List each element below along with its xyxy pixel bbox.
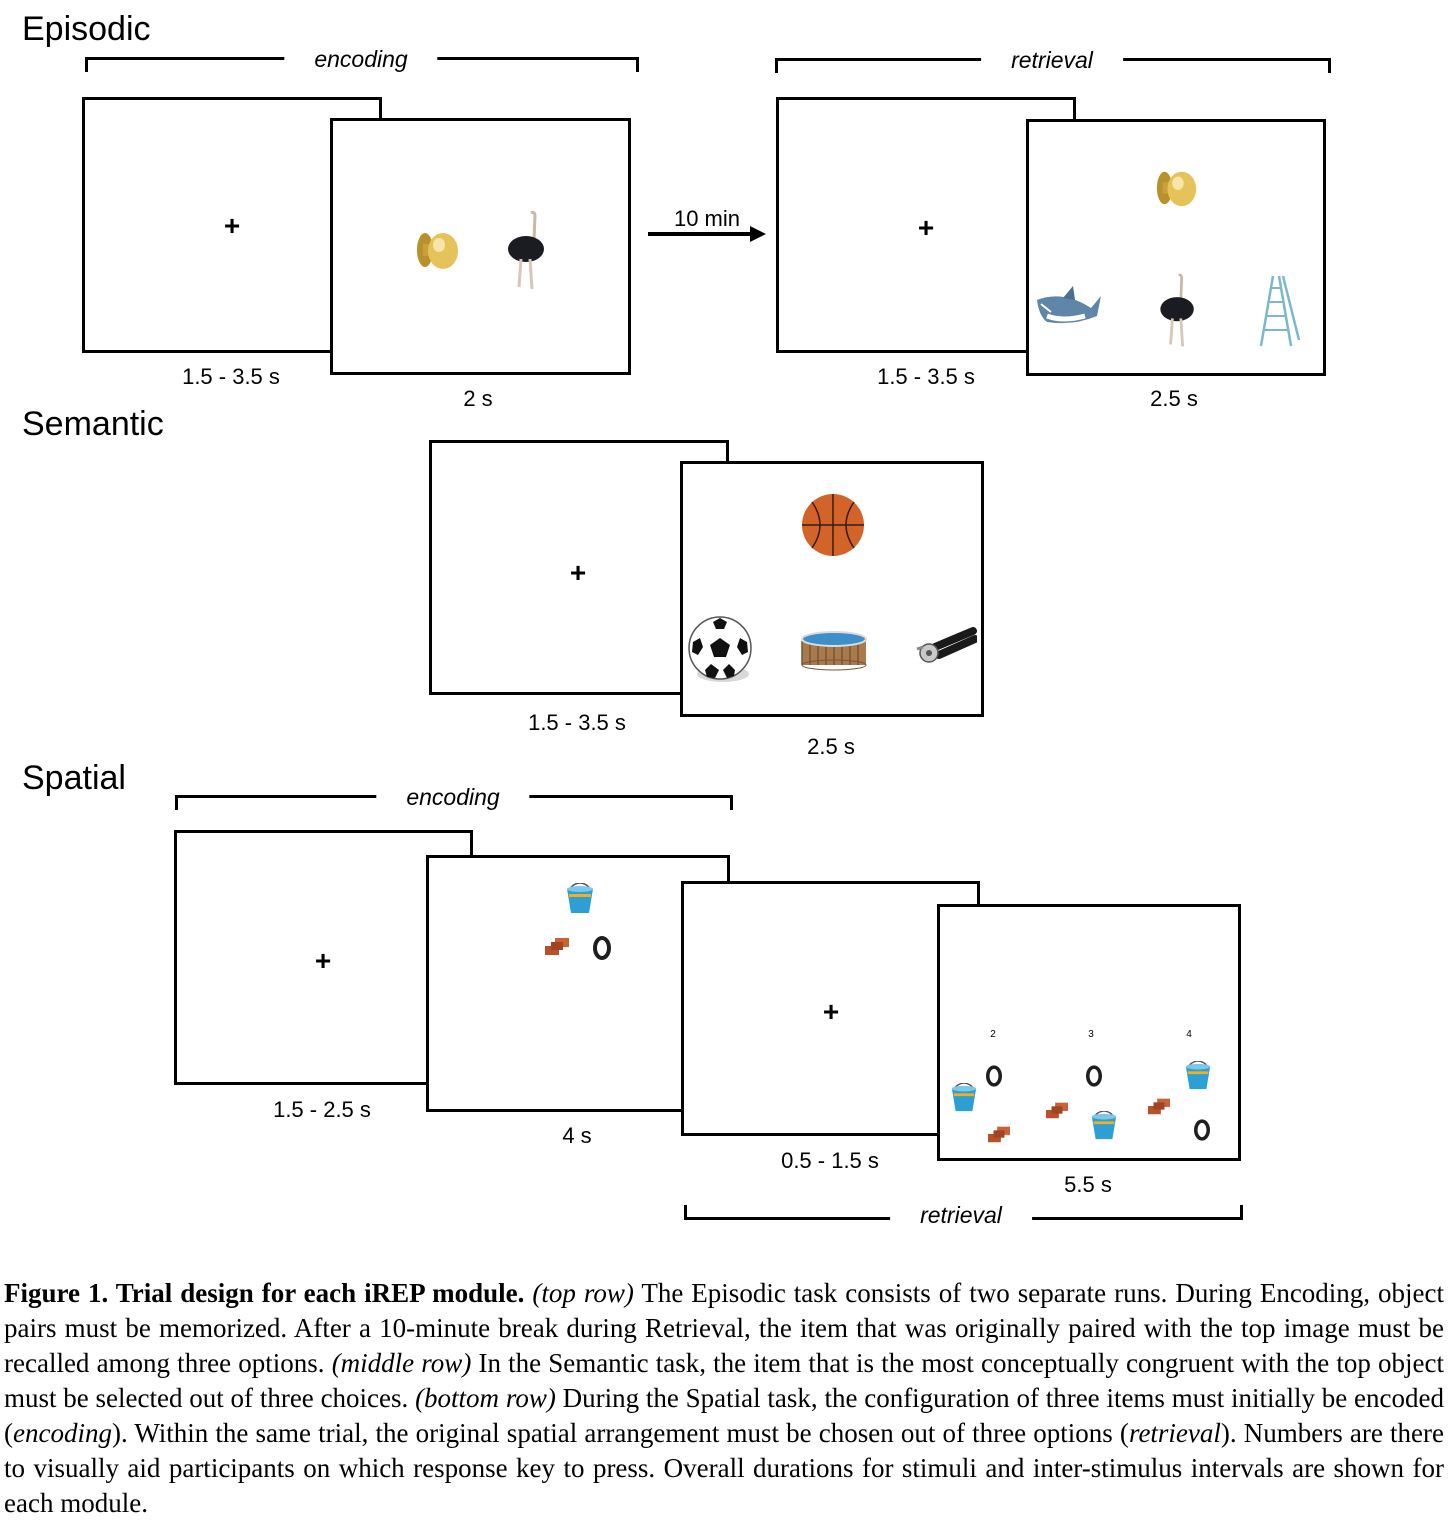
spatial-title: Spatial — [22, 759, 126, 797]
bricks-icon — [1148, 1098, 1170, 1115]
arrow-icon — [648, 226, 766, 242]
fixation-screen: + — [681, 881, 980, 1136]
caption-text: The Episodic task consists of two separa… — [4, 1278, 1445, 1378]
caption-term: retrieval — [1128, 1418, 1221, 1448]
fixation-cross: + — [314, 945, 332, 976]
caption-tag: (bottom row) — [415, 1383, 556, 1413]
figure-caption: Figure 1. Trial design for each iREP mod… — [4, 1276, 1444, 1521]
soccer-ball-icon — [688, 616, 752, 682]
caption-tag: (middle row) — [331, 1348, 472, 1378]
semantic-title: Semantic — [22, 405, 164, 443]
bucket-icon — [1185, 1061, 1211, 1090]
fixation-cross: + — [822, 996, 840, 1027]
semantic-screen — [680, 461, 984, 717]
retrieval-screen: 2 3 4 — [937, 904, 1241, 1161]
option-number: 2 — [990, 1029, 996, 1040]
doorknob-icon — [1156, 171, 1197, 207]
figure-label: Figure 1. Trial design for each iREP mod… — [4, 1278, 525, 1308]
tire-icon — [986, 1065, 1002, 1087]
pool-icon — [801, 631, 867, 671]
bricks-icon — [545, 938, 569, 955]
duration-label: 1.5 - 2.5 s — [273, 1097, 371, 1122]
option-number: 4 — [1186, 1029, 1192, 1040]
episodic-title: Episodic — [22, 10, 151, 48]
ostrich-icon — [508, 210, 544, 290]
tire-icon — [593, 936, 611, 960]
caption-text: ). Within the same trial, the original s… — [111, 1418, 1129, 1448]
encoding-screen — [426, 855, 730, 1112]
caption-text: ). Numbers are there to visually aid par… — [4, 1418, 1444, 1518]
option-number: 3 — [1088, 1029, 1094, 1040]
duration-label: 2.5 s — [1150, 386, 1198, 411]
shark-icon — [1037, 286, 1101, 324]
caption-text: During the Spatial task, the configurati… — [4, 1383, 1444, 1448]
ladder-icon — [1259, 275, 1301, 347]
fixation-cross: + — [223, 210, 241, 241]
fixation-cross: + — [917, 212, 935, 243]
duration-label: 1.5 - 3.5 s — [877, 364, 975, 389]
bricks-icon — [988, 1126, 1010, 1143]
duration-label: 4 s — [562, 1123, 592, 1148]
retrieval-label: retrieval — [890, 1202, 1032, 1229]
duration-label: 2.5 s — [807, 734, 855, 759]
arrow-label: 10 min — [673, 206, 741, 231]
bucket-icon — [567, 883, 593, 913]
caption-term: encoding — [13, 1418, 112, 1448]
ostrich-icon — [1160, 273, 1194, 347]
fixation-screen: + — [429, 440, 729, 695]
duration-label: 0.5 - 1.5 s — [781, 1148, 879, 1173]
duration-label: 2 s — [463, 386, 493, 411]
can-opener-icon — [916, 627, 977, 663]
tire-icon — [1086, 1065, 1102, 1087]
bucket-icon — [951, 1083, 977, 1112]
tire-icon — [1194, 1119, 1210, 1141]
basketball-icon — [802, 494, 864, 556]
retrieval-screen — [1026, 119, 1326, 376]
caption-tag: (top row) — [532, 1278, 634, 1308]
encoding-label: encoding — [376, 784, 530, 811]
doorknob-icon — [417, 233, 458, 269]
duration-label: 5.5 s — [1064, 1172, 1112, 1197]
fixation-cross: + — [569, 557, 587, 588]
bucket-icon — [1091, 1111, 1117, 1140]
bricks-icon — [1046, 1102, 1068, 1119]
caption-text: In the Semantic task, the item that is t… — [4, 1348, 1445, 1413]
retrieval-label: retrieval — [981, 47, 1123, 74]
duration-label: 1.5 - 3.5 s — [182, 364, 280, 389]
duration-label: 1.5 - 3.5 s — [528, 710, 626, 735]
encoding-screen — [330, 118, 631, 375]
encoding-label: encoding — [284, 46, 438, 73]
